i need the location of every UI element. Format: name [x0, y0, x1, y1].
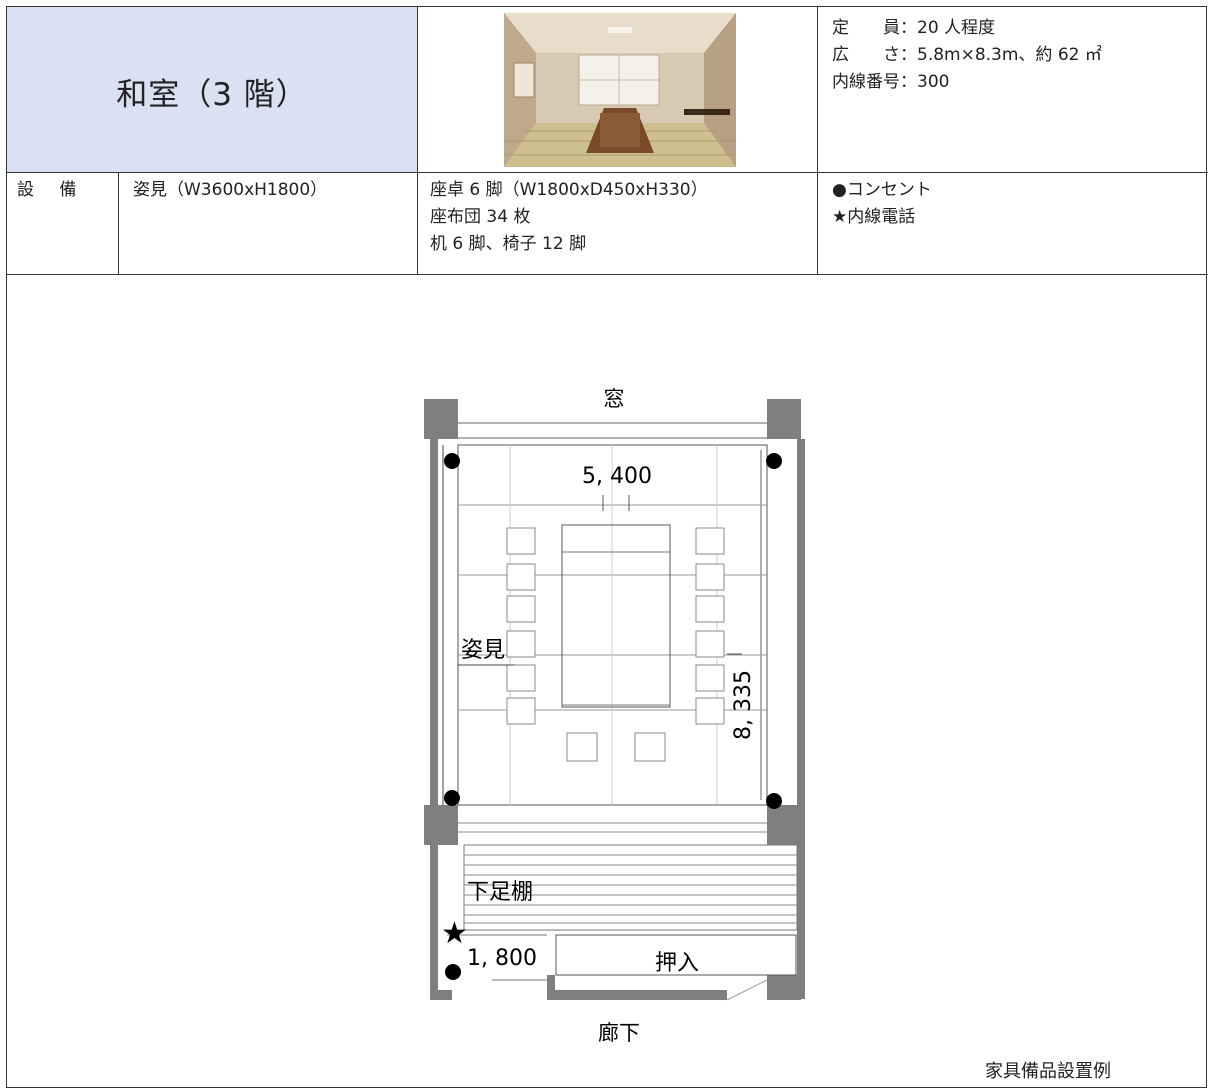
floor-plan-drawing: ★ 窓 5, 400 姿見 8, 335 下足棚 1, 800 押入 廊下 [424, 387, 805, 1045]
chairs [506, 527, 725, 762]
room-photo-cell [418, 7, 818, 173]
figure-caption: 家具備品設置例 [985, 1061, 1111, 1082]
window [458, 422, 767, 446]
equipment-header: 設 備 [17, 180, 87, 200]
size-text: 広 さ：5.8m×8.3m、約 62 ㎡ [832, 45, 1102, 65]
outlet-icons [444, 453, 782, 980]
capacity-text: 定 員：20 人程度 [832, 18, 996, 38]
mirror-text: 姿見（W3600xH1800） [133, 180, 328, 200]
corridor-label: 廊下 [598, 1021, 640, 1045]
walls [424, 399, 805, 1000]
legend-cell: ●コンセント ★内線電話 [818, 173, 1208, 275]
legend-outlet: ●コンセント [832, 180, 932, 200]
room-info-cell: 定 員：20 人程度 広 さ：5.8m×8.3m、約 62 ㎡ 内線番号：300 [818, 7, 1208, 173]
window-label: 窓 [604, 387, 625, 411]
central-table [561, 524, 671, 708]
legend-phone: ★内線電話 [832, 207, 916, 227]
outlet-icon [445, 964, 461, 980]
closet-label: 押入 [655, 951, 699, 976]
furniture-item: 座卓 6 脚（W1800xD450xH330） [430, 180, 708, 200]
room-info-sheet: 和室（3 階） 定 員：20 人程度 広 さ：5.8m×8.3m、約 62 ㎡ … [6, 6, 1208, 1088]
furniture-cell: 座卓 6 脚（W1800xD450xH330） 座布団 34 枚 机 6 脚、椅… [418, 173, 818, 275]
room-title: 和室（3 階） [116, 77, 308, 113]
outlet-icon [444, 453, 460, 469]
closet [555, 934, 797, 976]
mirror-cell: 姿見（W3600xH1800） [119, 173, 418, 275]
outlet-icon [444, 790, 460, 806]
equipment-header-cell: 設 備 [7, 173, 119, 275]
door-dimension: 1, 800 [467, 946, 537, 971]
depth-dimension: 8, 335 [731, 670, 756, 740]
tatami-lines [458, 445, 767, 805]
floor-plan: ★ 窓 5, 400 姿見 8, 335 下足棚 1, 800 押入 廊下 [7, 275, 1206, 1087]
mirror-label: 姿見 [461, 638, 505, 663]
furniture-item: 座布団 34 枚 [430, 207, 531, 227]
shoe-shelf [458, 822, 798, 931]
room-photo [504, 13, 736, 167]
extension-text: 内線番号：300 [832, 72, 950, 92]
phone-star-icon: ★ [441, 916, 468, 951]
shoe-shelf-label: 下足棚 [467, 880, 533, 905]
room-title-cell: 和室（3 階） [7, 7, 418, 173]
furniture-item: 机 6 脚、椅子 12 脚 [430, 234, 587, 254]
outlet-icon [766, 793, 782, 809]
width-dimension: 5, 400 [582, 464, 652, 489]
outlet-icon [766, 453, 782, 469]
